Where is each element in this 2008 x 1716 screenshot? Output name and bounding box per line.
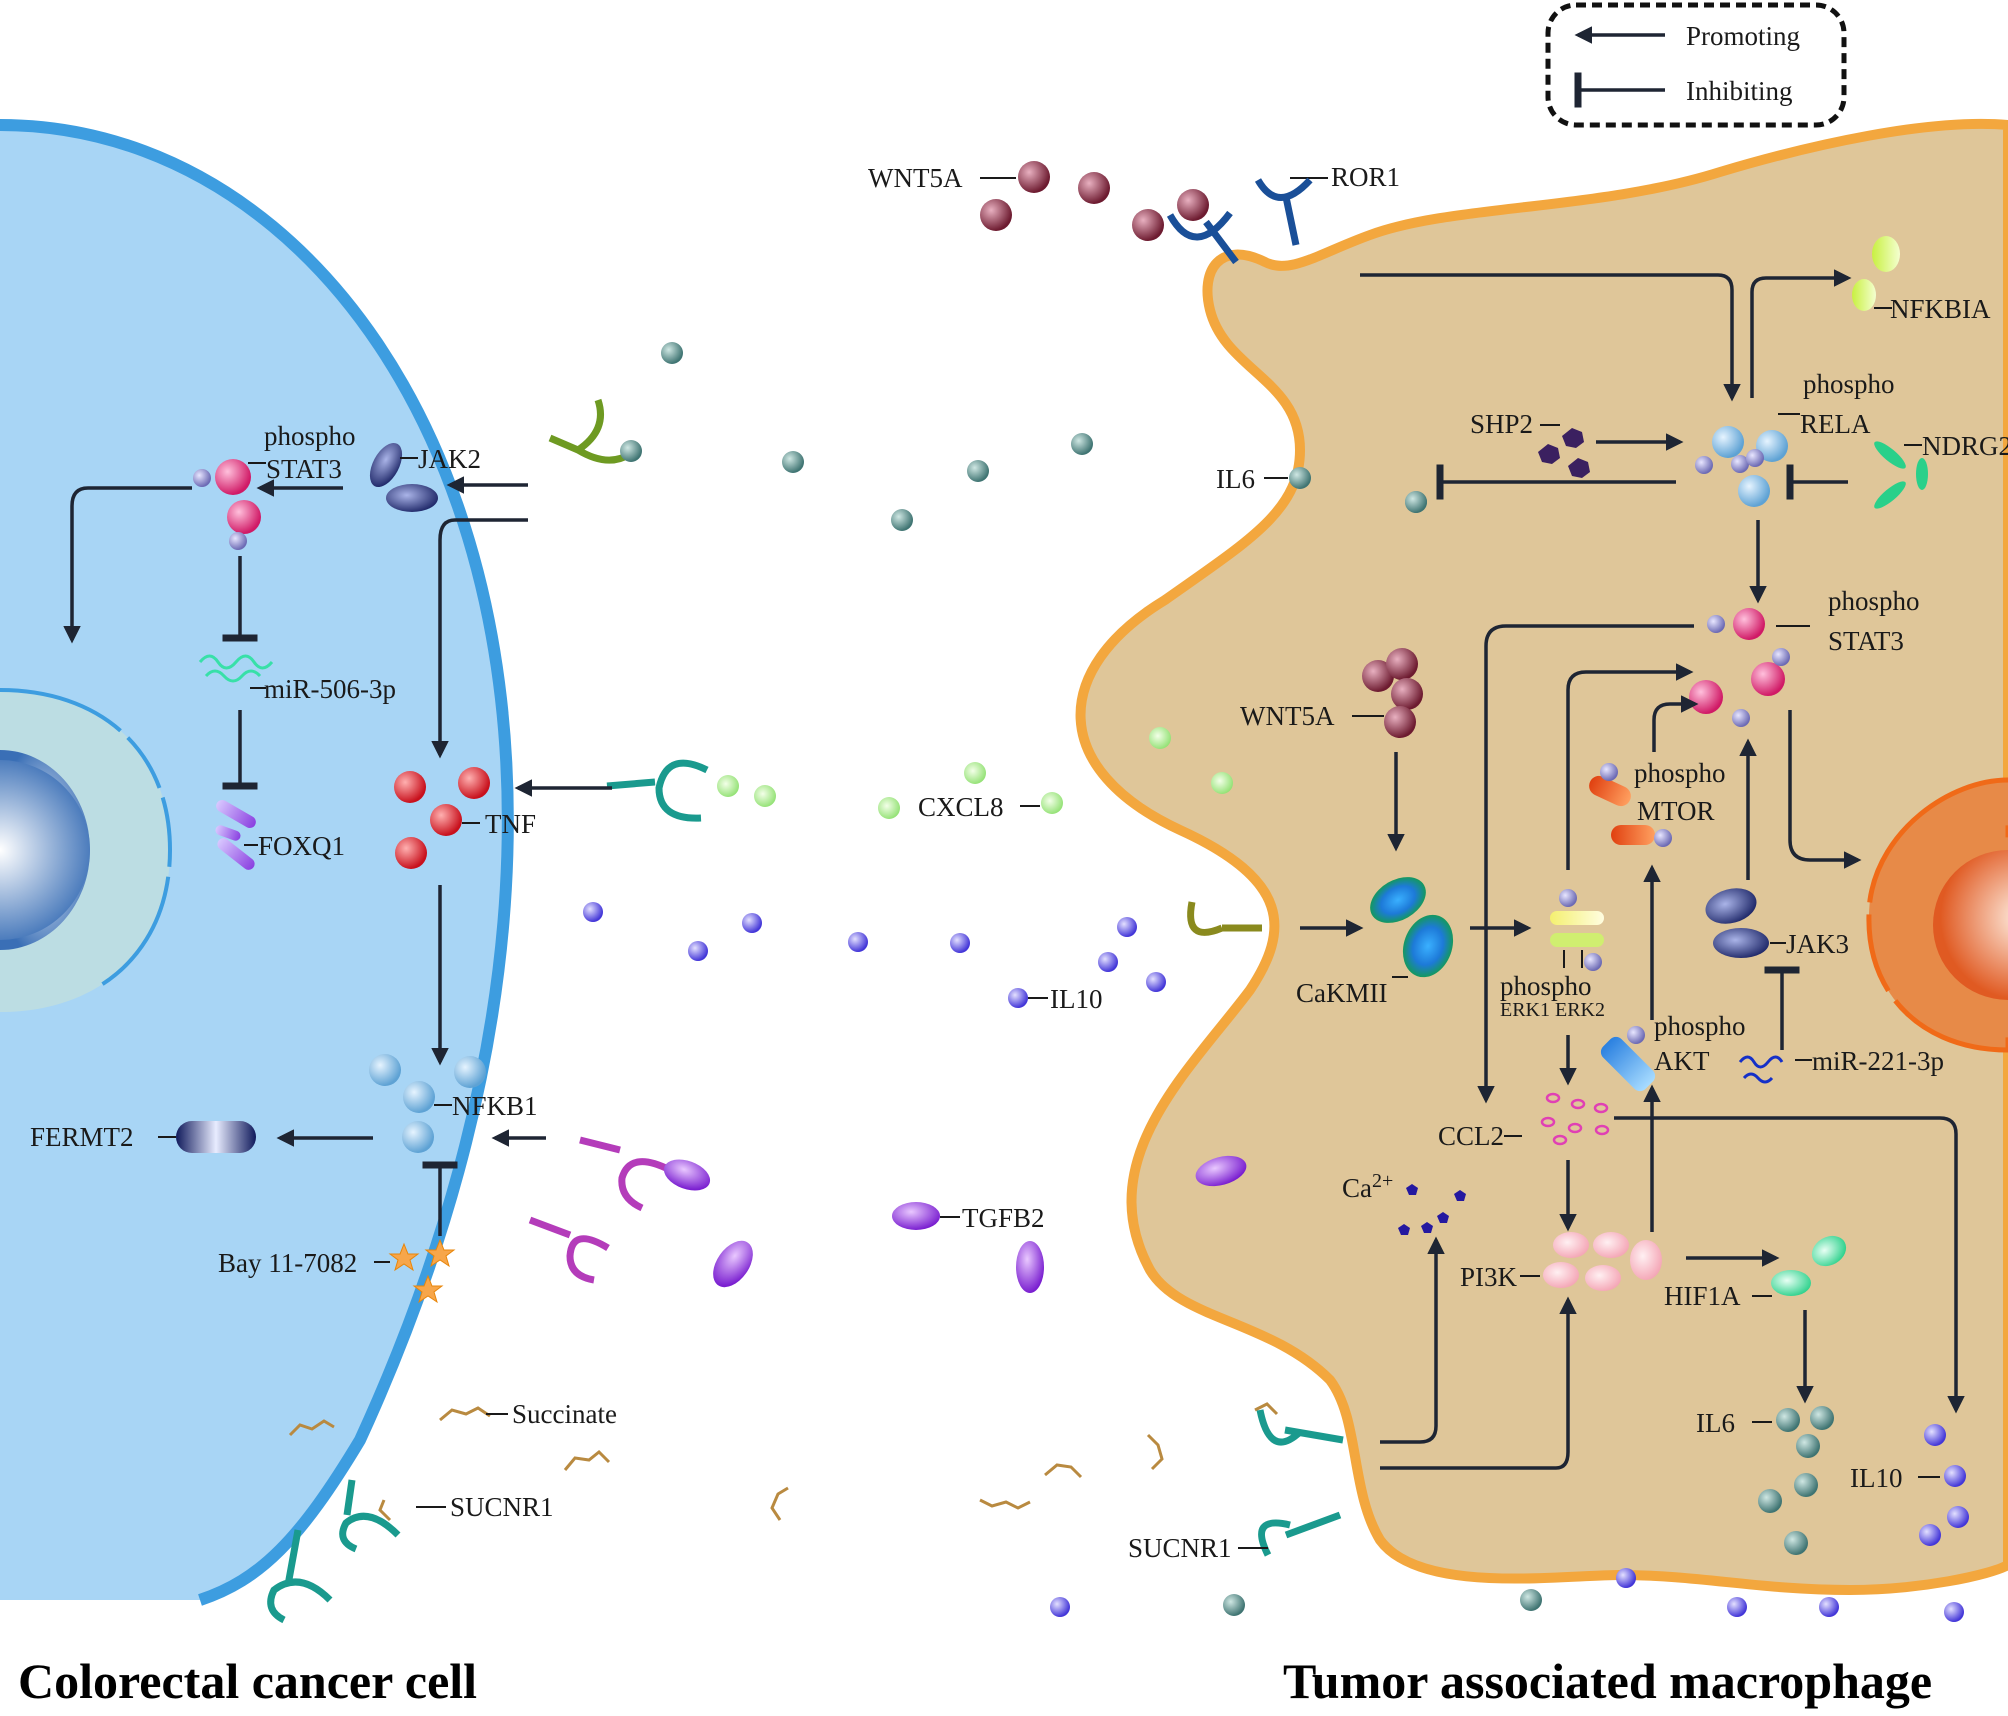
macrophage-jak3-label: JAK3 — [1786, 929, 1849, 959]
succinate-molecules — [288, 1402, 1279, 1522]
macrophage-ccl2-label: CCL2 — [1438, 1121, 1504, 1151]
macrophage-pi3k — [1543, 1232, 1662, 1291]
macrophage-wnt5a-label: WNT5A — [1240, 701, 1335, 731]
macrophage-ndrg2-label: NDRG2 — [1922, 431, 2008, 461]
macrophage-phospho-rela-label: phospho — [1803, 369, 1895, 399]
cxcl8-molecules — [717, 727, 1233, 819]
tgfb2-molecules — [663, 1155, 1247, 1293]
macrophage-rela-label: RELA — [1800, 409, 1871, 439]
extracellular-il6-label: IL6 — [1216, 464, 1255, 494]
macrophage-nfkbia-label: NFKBIA — [1890, 294, 1991, 324]
macrophage-ca-ions — [1398, 1184, 1466, 1235]
macrophage-erk — [1550, 889, 1604, 971]
macrophage-il6-molecules — [1758, 1406, 1834, 1555]
macrophage-shp2 — [1538, 428, 1590, 478]
cancer-phospho-label: phospho — [264, 421, 356, 451]
cancer-bay-stars — [388, 1238, 456, 1304]
cancer-fermt2 — [176, 1121, 256, 1153]
cancer-phospho-stat3 — [193, 459, 261, 550]
macrophage-mtor-label: MTOR — [1637, 796, 1715, 826]
wnt5a-label: WNT5A — [868, 163, 963, 193]
macrophage-akt-label: AKT — [1654, 1046, 1710, 1076]
il10-molecules — [583, 902, 1964, 1622]
macrophage-phospho-stat3 — [1689, 608, 1790, 727]
cancer-bay-label: Bay 11-7082 — [218, 1248, 357, 1278]
macrophage-il6-label: IL6 — [1696, 1408, 1735, 1438]
macrophage-erk-label: ERK1 ERK2 — [1500, 999, 1605, 1021]
ror1-receptors — [1166, 177, 1313, 265]
macrophage-phospho-mtor-label: phospho — [1634, 758, 1726, 788]
left-title: Colorectal cancer cell — [18, 1653, 477, 1709]
macrophage-phospho-stat3-label: phospho — [1828, 586, 1920, 616]
macrophage-jak3 — [1705, 888, 1769, 958]
macrophage-cell — [1075, 118, 2008, 1596]
tgfb2-label: TGFB2 — [962, 1203, 1045, 1233]
macrophage-akt — [1600, 1026, 1656, 1092]
macrophage-mtor — [1589, 763, 1672, 847]
ror1-label: ROR1 — [1331, 162, 1400, 192]
macrophage-il10-label: IL10 — [1850, 1463, 1902, 1493]
cancer-mir506-label: miR-506-3p — [264, 674, 396, 704]
macrophage-hif1a — [1771, 1235, 1847, 1296]
cancer-fermt2-label: FERMT2 — [30, 1122, 134, 1152]
macrophage-sucnr1-label: SUCNR1 — [1128, 1533, 1232, 1563]
macrophage-ccl2 — [1540, 1092, 1610, 1146]
legend-promoting-label: Promoting — [1686, 21, 1800, 51]
extracellular-il10-label: IL10 — [1050, 984, 1102, 1014]
macrophage-phospho-akt-label: phospho — [1654, 1011, 1746, 1041]
wnt5a-molecules — [980, 161, 1209, 241]
right-title: Tumor associated macrophage — [1283, 1653, 1932, 1709]
macrophage-pi3k-label: PI3K — [1460, 1262, 1518, 1292]
cancer-receptors — [267, 398, 709, 1624]
cancer-nfkb1 — [369, 1054, 486, 1153]
macrophage-il10-molecules — [1919, 1424, 1969, 1546]
cancer-foxq1-label: FOXQ1 — [258, 831, 345, 861]
macrophage-wnt5a — [1362, 648, 1423, 738]
macrophage-mir221-label: miR-221-3p — [1812, 1046, 1944, 1076]
macrophage-camk-label: CaKMII — [1296, 978, 1387, 1008]
macrophage-shp2-label: SHP2 — [1470, 409, 1533, 439]
cancer-stat3-label: STAT3 — [266, 454, 342, 484]
macrophage-camk — [1370, 877, 1454, 978]
macrophage-ca-label: Ca2+ — [1342, 1170, 1393, 1203]
macrophage-ndrg2 — [1874, 441, 1928, 509]
succinate-label: Succinate — [512, 1399, 617, 1429]
cancer-foxq1 — [215, 800, 256, 870]
macrophage-phospho-erk-label: phospho — [1500, 971, 1592, 1001]
cancer-sucnr1-label: SUCNR1 — [450, 1492, 554, 1522]
legend-inhibiting-label: Inhibiting — [1686, 76, 1793, 106]
cancer-tnf — [394, 767, 490, 869]
cancer-jak2-label: JAK2 — [418, 444, 481, 474]
cancer-tnf-label: TNF — [485, 809, 536, 839]
macrophage-hif1a-label: HIF1A — [1664, 1281, 1741, 1311]
macrophage-stat3-label: STAT3 — [1828, 626, 1904, 656]
cancer-jak2 — [369, 442, 438, 512]
cxcl8-label: CXCL8 — [918, 792, 1004, 822]
macrophage-nfkbia — [1852, 236, 1900, 311]
cancer-mir506 — [198, 654, 274, 683]
macrophage-mir221 — [1738, 1055, 1784, 1084]
cancer-nfkb1-label: NFKB1 — [452, 1091, 538, 1121]
macrophage-phospho-rela — [1695, 426, 1788, 507]
